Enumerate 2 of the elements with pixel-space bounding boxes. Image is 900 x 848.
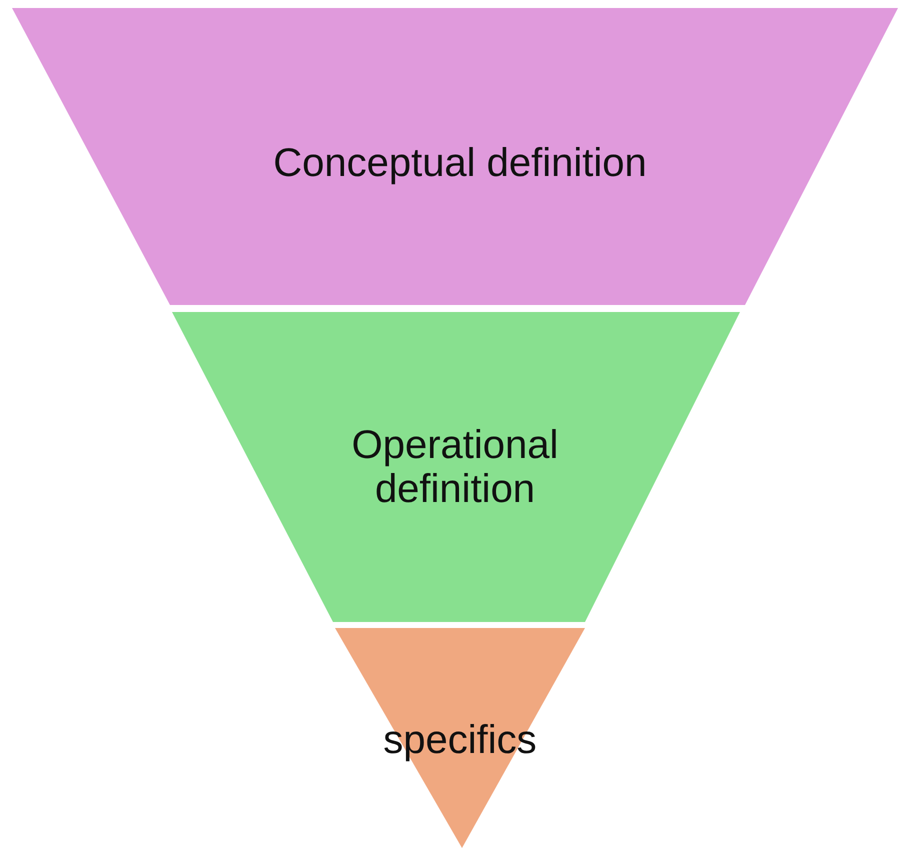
segment-label: Operational definition — [350, 423, 560, 511]
segment-label: Conceptual definition — [273, 141, 647, 185]
